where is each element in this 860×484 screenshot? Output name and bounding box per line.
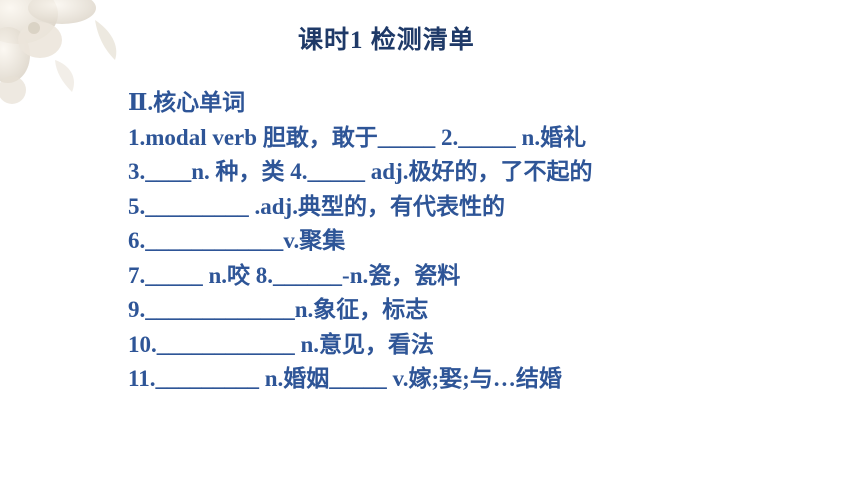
vocab-item-10: 10.____________ n.意见，看法 (128, 331, 435, 357)
vocab-item-9: 9._____________n.象征，标志 (128, 297, 429, 322)
vocab-item-6: 6.____________v.聚集 (128, 228, 346, 253)
vocab-item-3: 3.____n. 种，类 4._____ adj.极好的，了不起的 (128, 159, 593, 184)
vocabulary-list: Ⅱ.核心单词 1.modal verb 胆敢，敢于_____ 2._____ n… (128, 86, 593, 397)
vocab-item-5: 5._________ .adj.典型的，有代表性的 (128, 193, 505, 219)
page-title: 课时1 检测清单 (298, 27, 475, 54)
flower-decoration (0, 0, 117, 104)
vocab-item-1: 1.modal verb 胆敢，敢于_____ 2._____ n.婚礼 (128, 124, 587, 150)
vocab-item-7: 7._____ n.咬 8.______-n.瓷，瓷料 (128, 262, 461, 288)
vocab-item-11: 11._________ n.婚姻_____ v.嫁;娶;与…结婚 (128, 366, 562, 391)
section-heading: Ⅱ.核心单词 (128, 90, 246, 115)
